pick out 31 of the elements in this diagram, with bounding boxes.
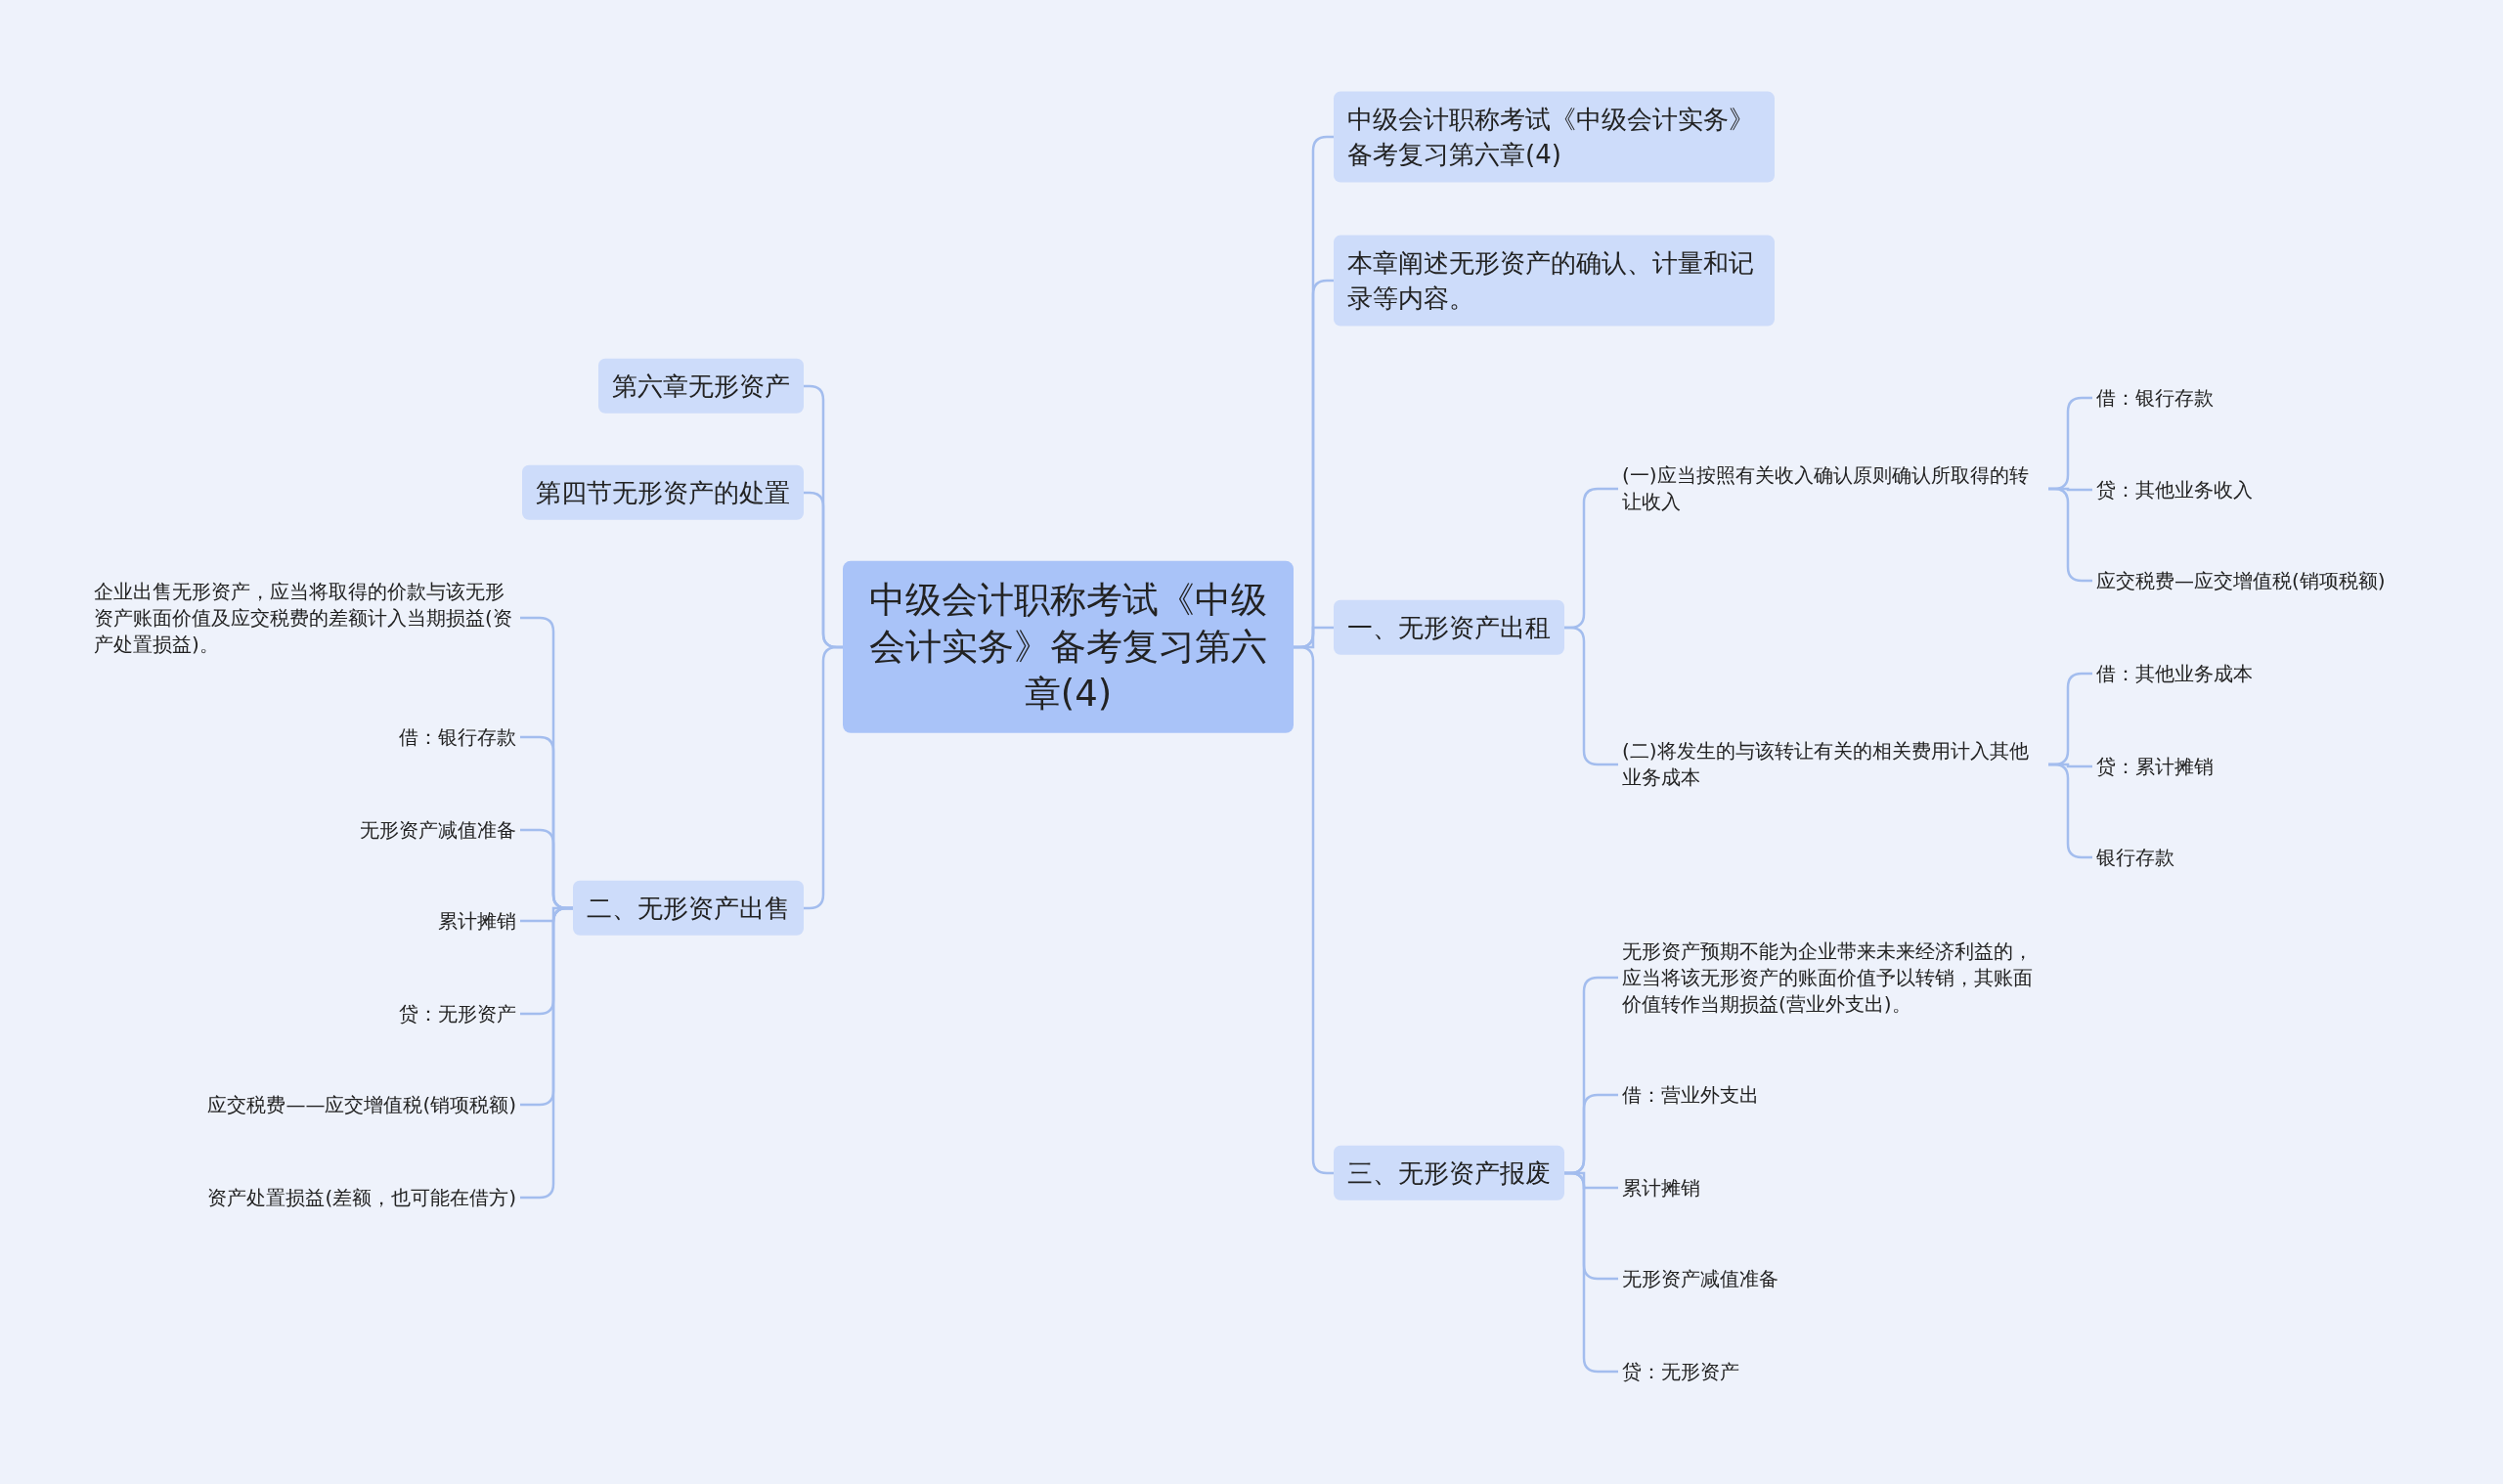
topic-text: 无形资产预期不能为企业带来未来经济利益的，应当将该无形资产的账面价值予以转销，其账面价值转作当期损益(营业外支出)。: [1618, 936, 2048, 1020]
connector: [520, 906, 573, 1200]
connector: [1564, 1171, 1618, 1374]
connector: [1564, 626, 1618, 766]
topic-text: 累计摊销: [1618, 1172, 1704, 1203]
topic-text: 借：银行存款: [395, 721, 520, 753]
topic-text: 银行存款: [2092, 842, 2178, 873]
topic-box: 第四节无形资产的处置: [522, 464, 804, 521]
topic-text: 企业出售无形资产，应当将取得的价款与该无形资产账面价值及应交税费的差额计入当期损益(资产处置损益)。: [90, 576, 520, 660]
topic-text: 累计摊销: [434, 905, 520, 937]
topic-text: 借：银行存款: [2092, 382, 2218, 414]
topic-box: 中级会计职称考试《中级会计实务》备考复习第六章(4): [1334, 91, 1775, 183]
central-topic: 中级会计职称考试《中级会计实务》备考复习第六章(4): [843, 560, 1294, 734]
topic-text: 贷：累计摊销: [2092, 751, 2218, 782]
topic-text: 应交税费—应交增值税(销项税额): [2092, 565, 2390, 596]
topic-box: 三、无形资产报废: [1334, 1145, 1564, 1201]
topic-text: 贷：无形资产: [1618, 1356, 1743, 1387]
topic-text: 无形资产减值准备: [356, 814, 520, 846]
topic-text: 无形资产减值准备: [1618, 1263, 1782, 1294]
topic-box: 本章阐述无形资产的确认、计量和记录等内容。: [1334, 235, 1775, 327]
topic-text: 贷：其他业务收入: [2092, 474, 2257, 505]
topic-text: (一)应当按照有关收入确认原则确认所取得的转让收入: [1618, 460, 2048, 517]
topic-text: 应交税费——应交增值税(销项税额): [203, 1089, 520, 1120]
topic-text: (二)将发生的与该转让有关的相关费用计入其他业务成本: [1618, 736, 2048, 793]
topic-text: 借：营业外支出: [1618, 1079, 1763, 1111]
topic-text: 贷：无形资产: [395, 998, 520, 1029]
topic-box: 一、无形资产出租: [1334, 599, 1564, 656]
topic-box: 第六章无形资产: [598, 358, 804, 415]
topic-text: 资产处置损益(差额，也可能在借方): [203, 1182, 520, 1213]
topic-box: 二、无形资产出售: [573, 880, 804, 937]
topic-text: 借：其他业务成本: [2092, 658, 2257, 689]
